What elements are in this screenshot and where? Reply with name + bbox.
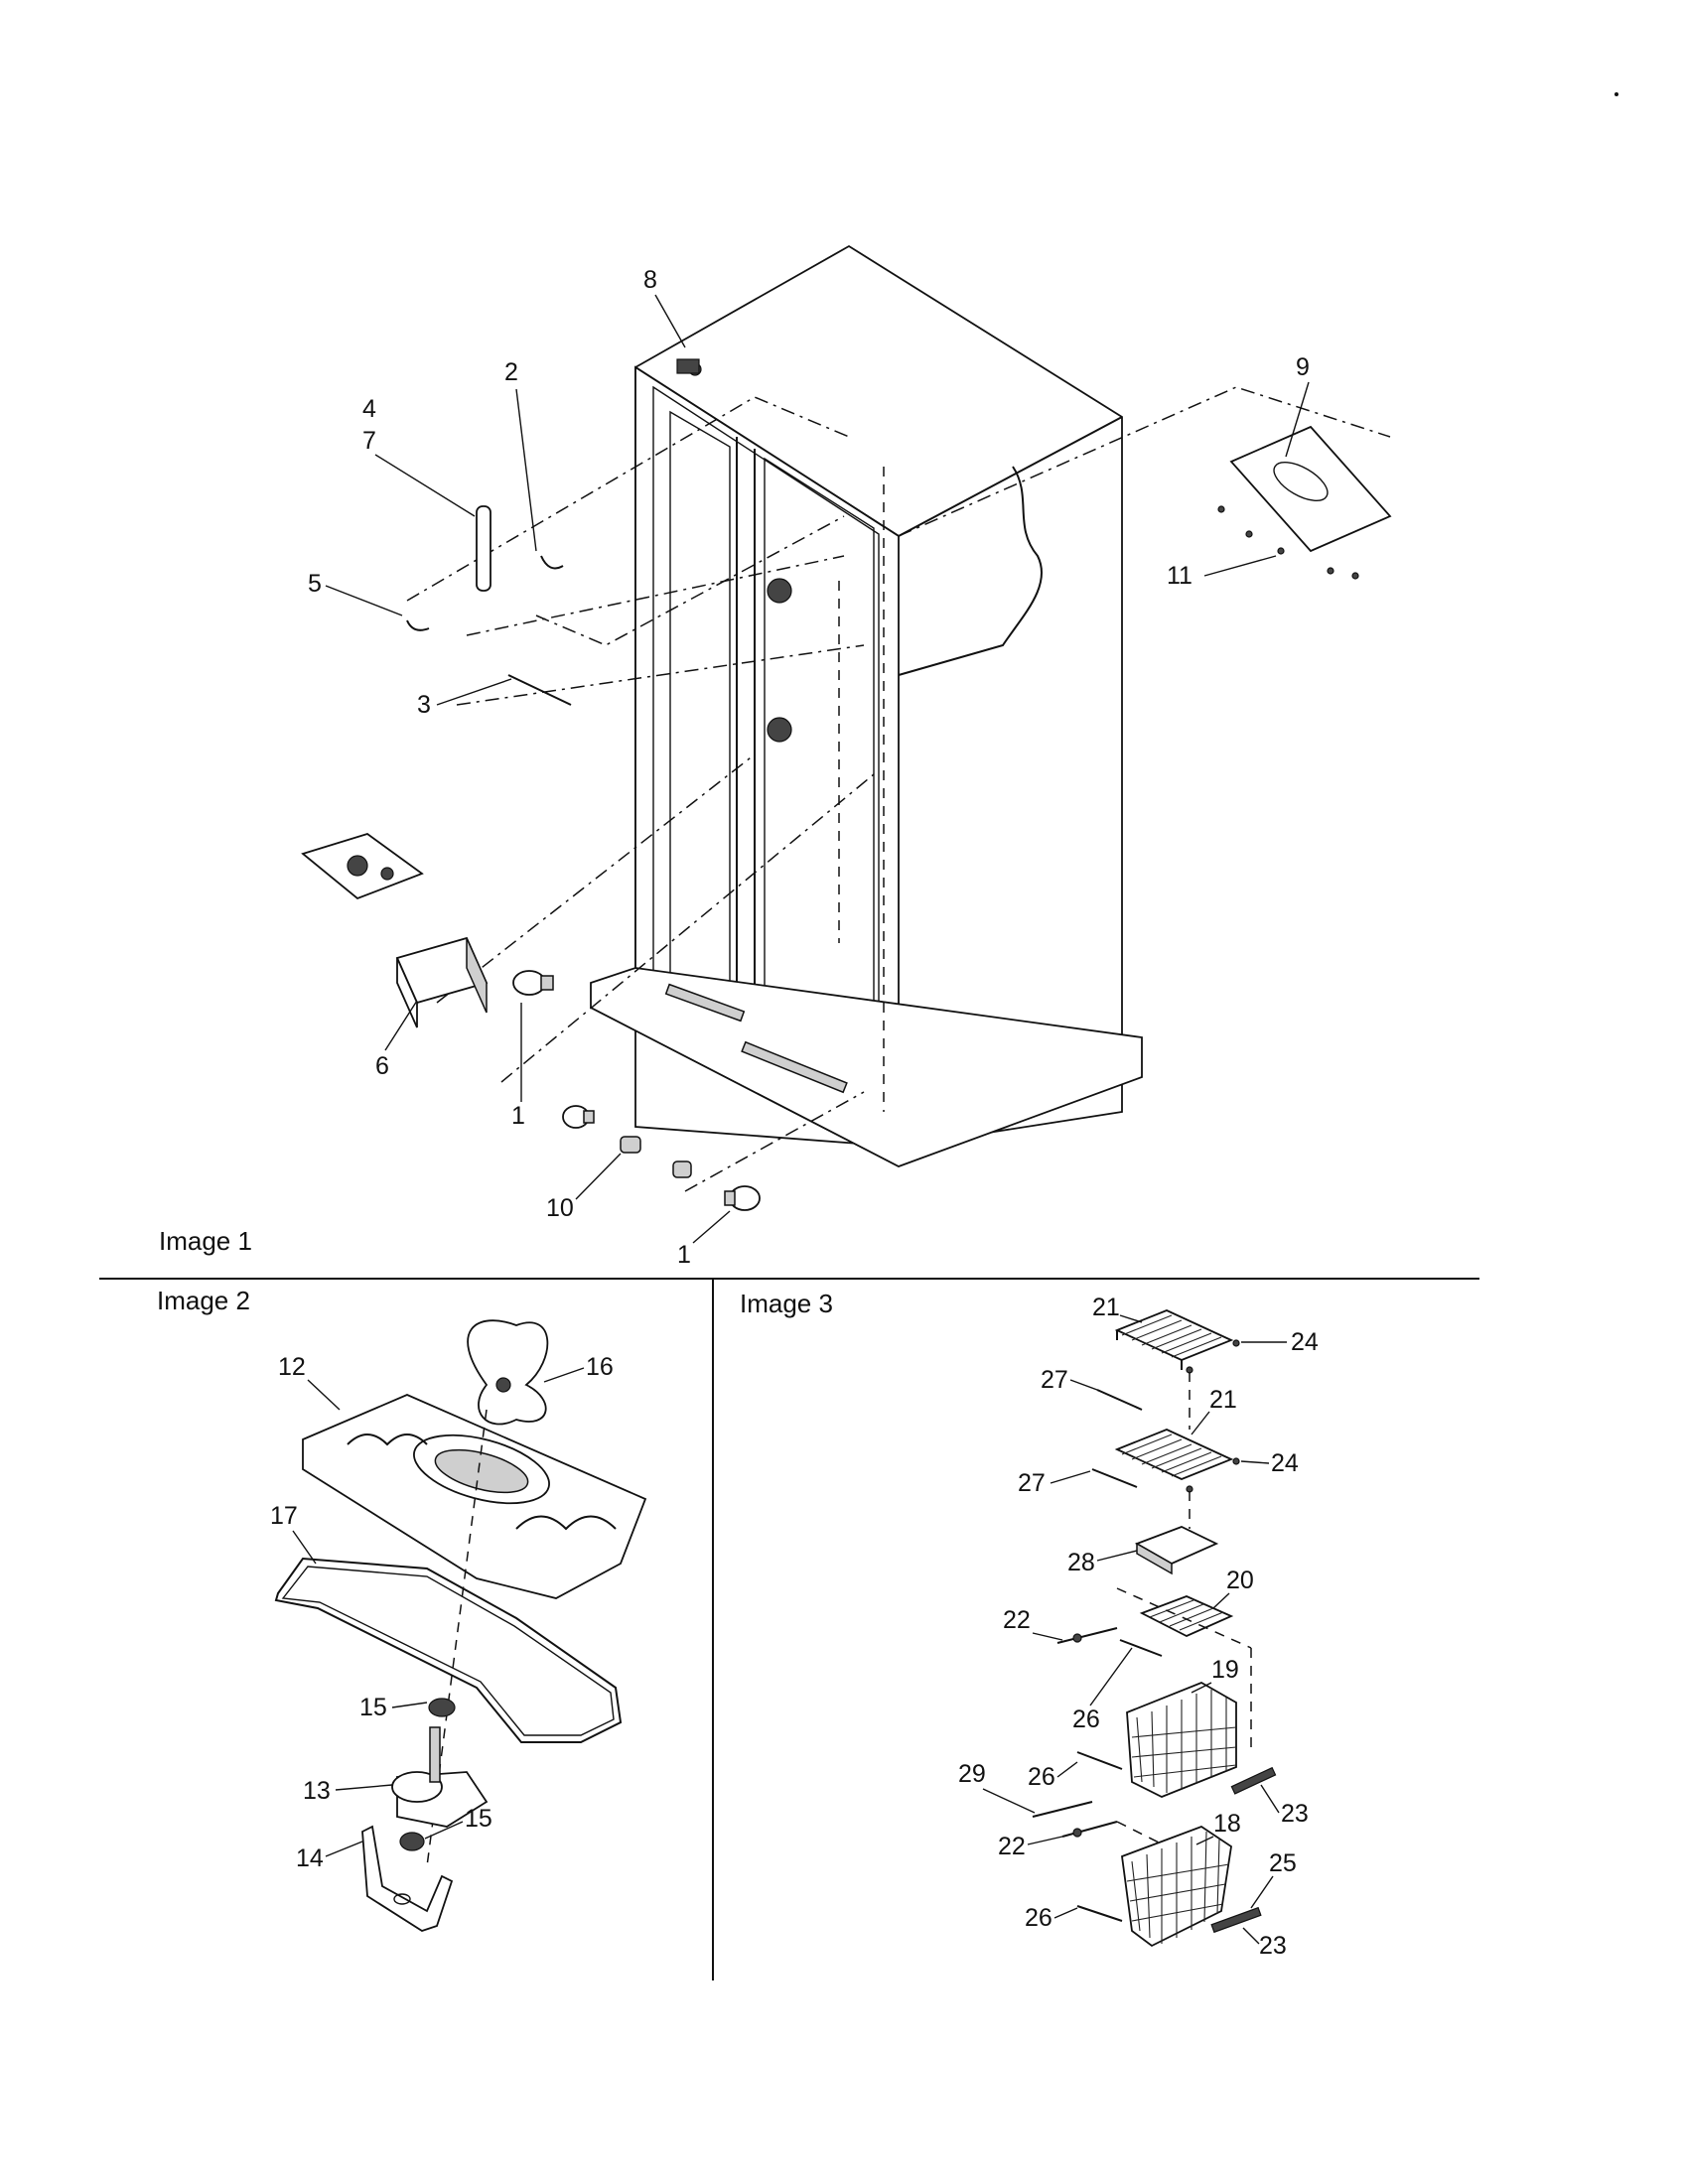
callout-13: 13 xyxy=(303,1777,331,1805)
image-1-callouts: 8 2 4 7 5 3 6 1 10 1 9 11 xyxy=(308,266,1310,1269)
grommet-part xyxy=(399,1698,456,1851)
tube-part xyxy=(476,505,491,592)
callout-25: 25 xyxy=(1269,1849,1297,1877)
callout-6: 6 xyxy=(375,1052,389,1080)
callout-15-a: 15 xyxy=(359,1694,387,1721)
callout-4: 4 xyxy=(362,395,376,423)
wire-shelf-part-2 xyxy=(1114,1429,1240,1493)
callout-27-b: 27 xyxy=(1018,1469,1046,1497)
panel-title-image-1: Image 1 xyxy=(159,1226,252,1256)
wire-shelf-part-3 xyxy=(1139,1595,1234,1637)
callout-23-a: 23 xyxy=(1281,1800,1309,1828)
image-3-shelves-and-baskets: 21 24 27 21 24 27 28 20 22 26 19 26 29 xyxy=(958,1294,1319,1960)
image-2-fan-assembly: 12 16 17 15 13 15 14 xyxy=(270,1319,647,1932)
fan-housing-part xyxy=(302,1394,647,1599)
control-housing-part xyxy=(301,833,424,900)
light-cover-part xyxy=(395,936,489,1028)
assembly-leader-lines xyxy=(406,386,1391,1192)
shelf-rail-part xyxy=(1096,1389,1143,1411)
callout-3: 3 xyxy=(417,691,431,719)
clip-part xyxy=(540,555,564,570)
callout-18: 18 xyxy=(1213,1810,1241,1838)
shelf-rail-part-3 xyxy=(1119,1639,1163,1657)
image-3-callouts: 21 24 27 21 24 27 28 20 22 26 19 26 29 xyxy=(958,1294,1319,1960)
cabinet-body xyxy=(590,244,1143,1167)
fan-blade-part xyxy=(467,1319,549,1426)
scan-speck xyxy=(1614,92,1618,96)
callout-8: 8 xyxy=(643,266,657,294)
shelf-rail-part-2 xyxy=(1091,1468,1138,1488)
callout-7: 7 xyxy=(362,427,376,455)
callout-23-b: 23 xyxy=(1259,1932,1287,1960)
callout-14: 14 xyxy=(296,1844,324,1872)
image-1-cabinet-assembly: 8 2 4 7 5 3 6 1 10 1 9 11 xyxy=(301,244,1392,1269)
mounting-bracket-part xyxy=(1217,425,1392,580)
clip-part-5 xyxy=(406,619,430,631)
callout-16: 16 xyxy=(586,1353,614,1381)
basket-slide-part-2 xyxy=(1210,1906,1262,1934)
panel-dividers xyxy=(99,1278,1479,1980)
callout-21-a: 21 xyxy=(1092,1294,1120,1321)
callout-22-a: 22 xyxy=(1003,1606,1031,1634)
callout-19: 19 xyxy=(1211,1656,1239,1684)
image-2-callouts: 12 16 17 15 13 15 14 xyxy=(270,1353,614,1872)
shelf-rail-part-5 xyxy=(1076,1905,1123,1922)
callout-28: 28 xyxy=(1067,1549,1095,1576)
motor-bracket-part xyxy=(361,1825,454,1932)
callout-21-b: 21 xyxy=(1209,1386,1237,1414)
callout-2: 2 xyxy=(504,358,518,386)
tray-part xyxy=(1134,1526,1219,1575)
callout-24-a: 24 xyxy=(1291,1328,1319,1356)
wire-basket-part-2 xyxy=(1121,1825,1232,1948)
shelf-rail-part-4 xyxy=(1076,1751,1123,1770)
wire-shelf-part xyxy=(1114,1309,1240,1374)
callout-10: 10 xyxy=(546,1194,574,1222)
callout-17: 17 xyxy=(270,1502,298,1530)
callout-11: 11 xyxy=(1167,562,1193,590)
callout-24-b: 24 xyxy=(1271,1449,1299,1477)
slide-rod-part xyxy=(1056,1627,1118,1644)
wire-basket-part xyxy=(1126,1682,1237,1798)
light-bulb-part xyxy=(512,970,761,1211)
callout-27-a: 27 xyxy=(1041,1366,1068,1394)
callout-15-b: 15 xyxy=(465,1805,492,1833)
callout-26-c: 26 xyxy=(1025,1904,1052,1932)
callout-12: 12 xyxy=(278,1353,306,1381)
callout-5: 5 xyxy=(308,570,322,598)
callout-20: 20 xyxy=(1226,1567,1254,1594)
fan-motor-part xyxy=(391,1726,489,1828)
callout-22-b: 22 xyxy=(998,1833,1026,1860)
callout-26-a: 26 xyxy=(1072,1706,1100,1733)
callout-29: 29 xyxy=(958,1760,986,1788)
wire-harness-part xyxy=(274,1557,623,1743)
callout-1-a: 1 xyxy=(511,1102,525,1130)
panel-title-image-2: Image 2 xyxy=(157,1286,250,1315)
basket-slide-part xyxy=(1230,1766,1277,1795)
callout-1-b: 1 xyxy=(677,1241,691,1269)
rod-part xyxy=(507,674,572,706)
light-socket-part xyxy=(620,1136,692,1178)
rod-part-29 xyxy=(1032,1801,1093,1818)
callout-9: 9 xyxy=(1296,353,1310,381)
callout-26-b: 26 xyxy=(1028,1763,1055,1791)
panel-title-image-3: Image 3 xyxy=(740,1289,833,1318)
slide-rod-part-2 xyxy=(1061,1821,1118,1838)
